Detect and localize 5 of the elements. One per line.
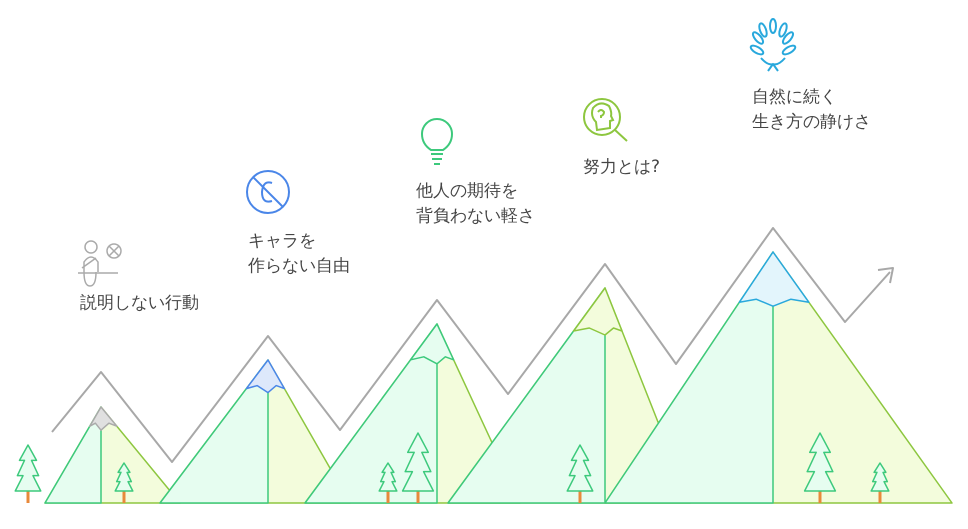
- caption-text: 自然に続く生き方の静けさ: [752, 86, 871, 134]
- caption-text: 他人の期待を背負わない軽さ: [416, 180, 535, 228]
- caption-text: キャラを作らない自由: [248, 230, 350, 278]
- caption-text: 説明しない行動: [80, 292, 199, 315]
- caption-text: 努力とは?: [583, 156, 660, 179]
